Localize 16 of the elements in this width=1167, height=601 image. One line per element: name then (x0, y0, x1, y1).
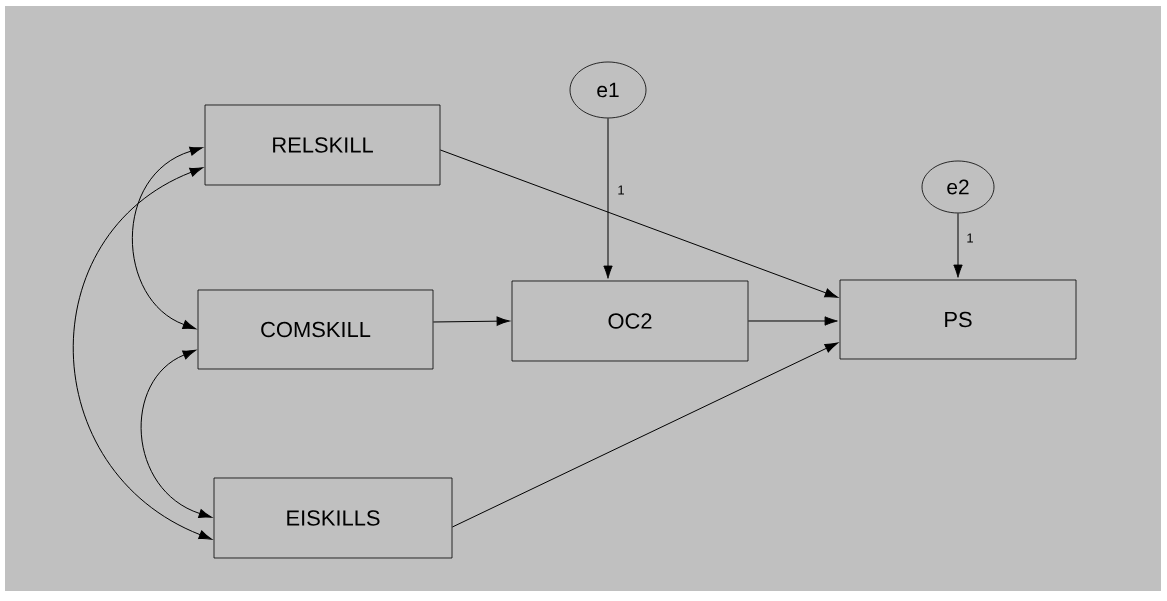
variable-box: OC2 (511, 280, 749, 362)
edge-label: 1 (618, 185, 624, 195)
double-headed-curved-arrow (72, 167, 212, 540)
edge-label: 1 (967, 233, 973, 243)
arrow (439, 149, 838, 298)
arrow (953, 212, 963, 278)
arrow (451, 342, 839, 528)
arrow (432, 316, 510, 326)
double-headed-curved-arrow (140, 349, 212, 518)
arrow (603, 117, 613, 279)
variable-box: PS (839, 279, 1077, 360)
variable-box: RELSKILL (204, 104, 441, 186)
arrow (747, 316, 838, 326)
variable-box: EISKILLS (213, 477, 453, 559)
variable-box: COMSKILL (197, 289, 434, 370)
double-headed-curved-arrow (131, 146, 203, 330)
